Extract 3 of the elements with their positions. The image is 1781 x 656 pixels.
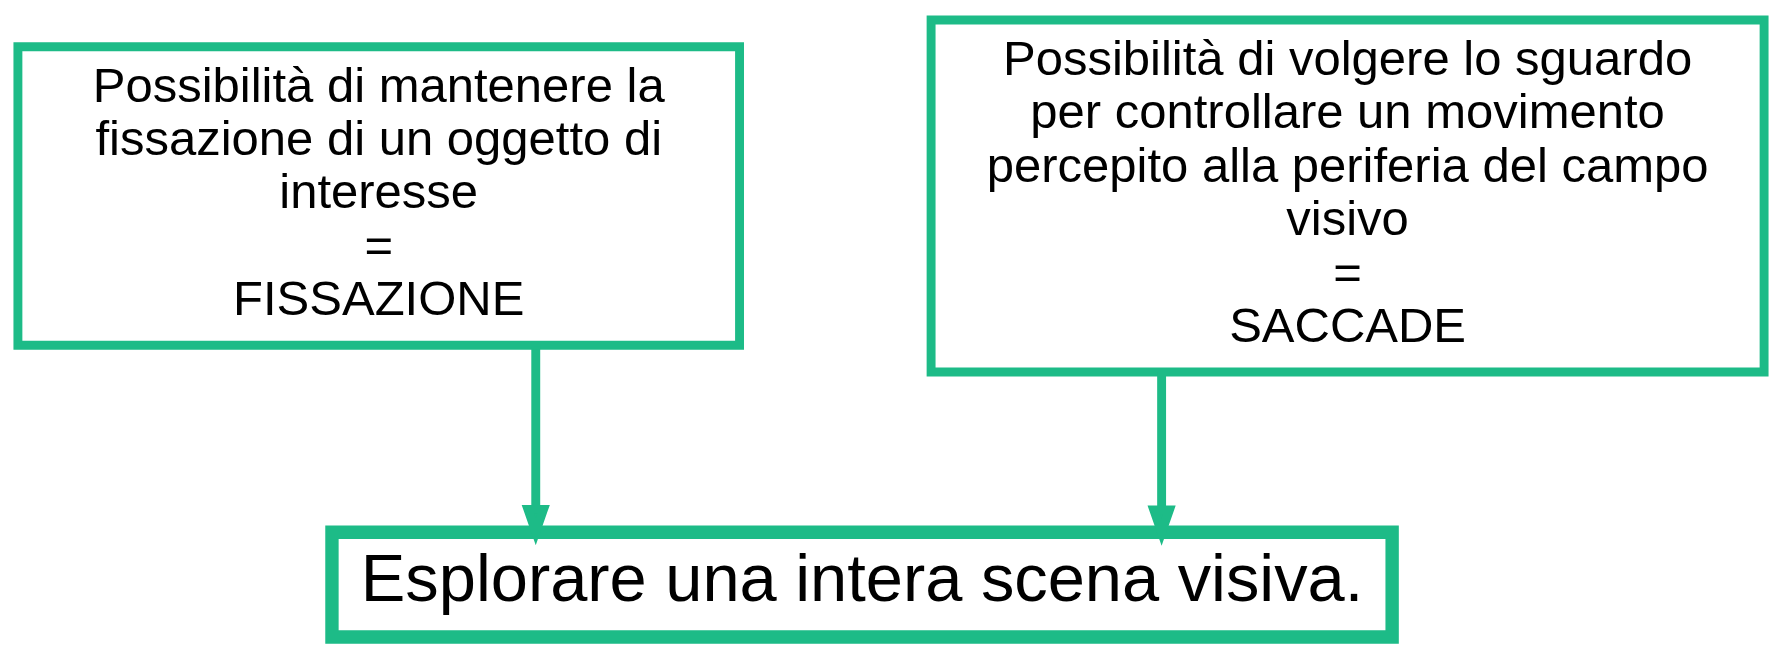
node-box: Esplorare una intera scena visiva. bbox=[324, 525, 1399, 644]
node-box: Possibilità di volgere lo sguardo per controllare un movimento percepito alla periferia del campo visivo = SACCADE bbox=[926, 15, 1769, 376]
node-box: Possibilità di mantenere la fissazione di un oggetto di interesse = FISSAZIONE bbox=[12, 41, 744, 350]
